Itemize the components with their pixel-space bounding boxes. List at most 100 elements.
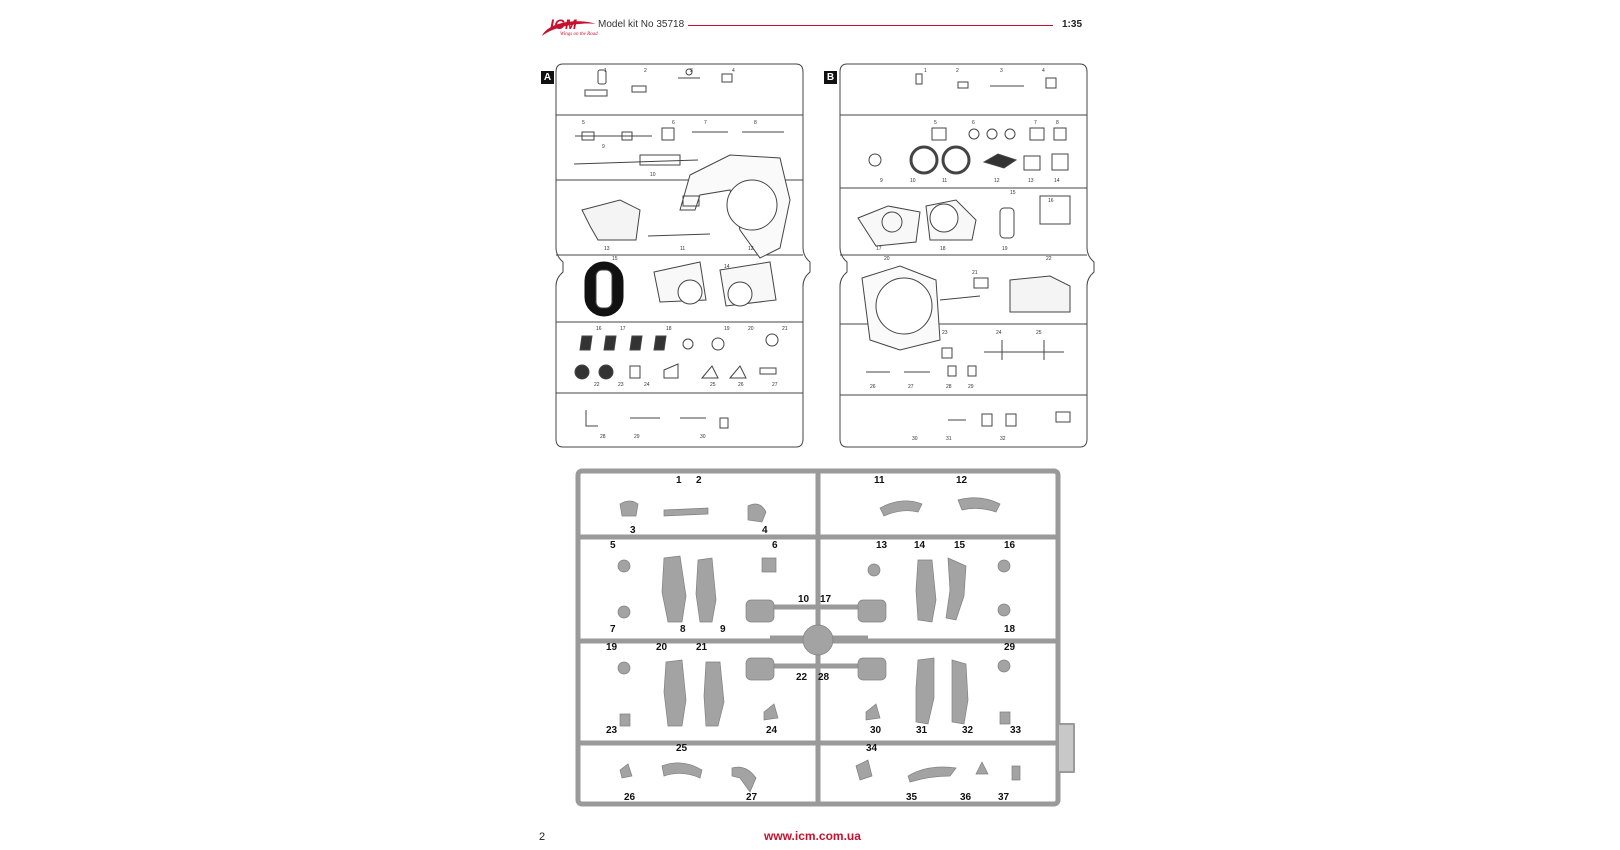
sprue-b-part-7: 7 bbox=[1034, 120, 1037, 126]
sprue-a-part-4: 4 bbox=[732, 68, 735, 74]
figure-part-12: 12 bbox=[956, 475, 968, 486]
sprue-b-part-27: 27 bbox=[908, 384, 914, 390]
sprue-a-frame bbox=[555, 63, 811, 448]
header-rule bbox=[688, 25, 1053, 26]
sprue-a-part-23: 23 bbox=[618, 382, 624, 388]
sprue-a-part-11: 11 bbox=[680, 246, 685, 252]
sprue-b-part-30: 30 bbox=[912, 436, 918, 442]
figure-part-36: 36 bbox=[960, 792, 972, 803]
figure-part-7: 7 bbox=[610, 624, 616, 635]
sprue-b-part-4: 4 bbox=[1042, 68, 1045, 74]
sprue-a-part-numbers: 1 2 3 4 5 6 7 8 9 10 11 12 13 14 15 16 1… bbox=[582, 68, 788, 440]
sprue-a-part-17: 17 bbox=[620, 326, 626, 332]
sprue-a-part-3: 3 bbox=[690, 68, 693, 74]
figure-part-24: 24 bbox=[766, 725, 778, 736]
figure-part-9: 9 bbox=[720, 624, 726, 635]
page-number: 2 bbox=[539, 831, 546, 843]
model-kit-title: Model kit No 35718 bbox=[598, 19, 685, 30]
icm-logo: ICM Wings on the Road bbox=[538, 16, 600, 42]
sprue-b-frame bbox=[839, 63, 1095, 448]
sprue-a-part-21: 21 bbox=[782, 326, 788, 332]
figure-part-1: 1 bbox=[676, 475, 682, 486]
sprue-b-part-15: 15 bbox=[1010, 190, 1016, 196]
logo-swoosh-icon bbox=[542, 21, 596, 36]
figure-part-2: 2 bbox=[696, 475, 702, 486]
sprue-a-part-9: 9 bbox=[602, 144, 605, 150]
figure-part-27: 27 bbox=[746, 792, 758, 803]
sprue-b-part-31: 31 bbox=[946, 436, 952, 442]
figure-part-29: 29 bbox=[1004, 642, 1016, 653]
sprue-b-part-24: 24 bbox=[996, 330, 1002, 336]
figure-part-21: 21 bbox=[696, 642, 708, 653]
sprue-a-part-30: 30 bbox=[700, 434, 706, 440]
sprue-a-part-12: 12 bbox=[748, 246, 754, 252]
figure-part-15: 15 bbox=[954, 540, 966, 551]
figure-part-33: 33 bbox=[1010, 725, 1022, 736]
sprue-b-part-29: 29 bbox=[968, 384, 974, 390]
sprue-b-part-3: 3 bbox=[1000, 68, 1003, 74]
sprue-b-part-8: 8 bbox=[1056, 120, 1059, 126]
scale-label: 1:35 bbox=[1062, 19, 1083, 30]
sprue-b-letter: B bbox=[824, 71, 837, 84]
sprue-a-part-16: 16 bbox=[596, 326, 602, 332]
logo-tagline: Wings on the Road bbox=[560, 32, 598, 37]
figure-part-17: 17 bbox=[820, 594, 832, 605]
figure-part-30: 30 bbox=[870, 725, 882, 736]
figures-sprue-frame bbox=[575, 468, 1075, 807]
sprue-b-part-22: 22 bbox=[1046, 256, 1052, 262]
sprue-b-part-16: 16 bbox=[1048, 198, 1054, 204]
sprue-a-part-22: 22 bbox=[594, 382, 600, 388]
sprue-b-part-19: 19 bbox=[1002, 246, 1008, 252]
figure-part-37: 37 bbox=[998, 792, 1010, 803]
sprue-a-letter: A bbox=[541, 71, 554, 84]
sprue-b-part-26: 26 bbox=[870, 384, 876, 390]
sprue-a-part-13: 13 bbox=[604, 246, 610, 252]
sprue-a-part-25: 25 bbox=[710, 382, 716, 388]
sprue-a-part-15: 15 bbox=[612, 256, 618, 262]
figure-part-25: 25 bbox=[676, 743, 688, 754]
logo-brand-text: ICM bbox=[550, 16, 578, 32]
sprue-a-part-10: 10 bbox=[650, 172, 656, 178]
sprue-b-part-12: 12 bbox=[994, 178, 1000, 184]
sprue-a-part-7: 7 bbox=[704, 120, 707, 126]
sprue-a-part-26: 26 bbox=[738, 382, 744, 388]
figures-parts bbox=[617, 497, 1021, 793]
figure-part-8: 8 bbox=[680, 624, 686, 635]
figure-part-20: 20 bbox=[656, 642, 668, 653]
figure-part-26: 26 bbox=[624, 792, 636, 803]
sprue-a-part-5: 5 bbox=[582, 120, 585, 126]
figure-part-4: 4 bbox=[762, 525, 768, 536]
figure-part-19: 19 bbox=[606, 642, 618, 653]
website-url[interactable]: www.icm.com.ua bbox=[764, 829, 861, 843]
figure-part-6: 6 bbox=[772, 540, 778, 551]
sprue-b-part-1: 1 bbox=[924, 68, 927, 74]
sprue-a-part-19: 19 bbox=[724, 326, 730, 332]
sprue-b-part-20: 20 bbox=[884, 256, 890, 262]
sprue-a-part-8: 8 bbox=[754, 120, 757, 126]
sprue-b-part-6: 6 bbox=[972, 120, 975, 126]
sprue-a-part-28: 28 bbox=[600, 434, 606, 440]
figure-part-32: 32 bbox=[962, 725, 974, 736]
sprue-b-part-10: 10 bbox=[910, 178, 916, 184]
sprue-a-part-1: 1 bbox=[604, 68, 607, 74]
figure-part-11: 11 bbox=[874, 475, 885, 486]
figure-part-28: 28 bbox=[818, 672, 830, 683]
sprue-a-part-14: 14 bbox=[724, 264, 730, 270]
sprue-a-part-20: 20 bbox=[748, 326, 754, 332]
sprue-b-part-25: 25 bbox=[1036, 330, 1042, 336]
sprue-b-part-13: 13 bbox=[1028, 178, 1034, 184]
sprue-b-part-21: 21 bbox=[972, 270, 978, 276]
sprue-b-part-32: 32 bbox=[1000, 436, 1006, 442]
sprue-b-part-11: 11 bbox=[942, 178, 947, 184]
figure-part-3: 3 bbox=[630, 525, 636, 536]
sprue-b-part-23: 23 bbox=[942, 330, 948, 336]
figure-part-10: 10 bbox=[798, 594, 810, 605]
sprue-a-part-27: 27 bbox=[772, 382, 778, 388]
figure-part-18: 18 bbox=[1004, 624, 1016, 635]
sprue-a-part-2: 2 bbox=[644, 68, 647, 74]
sprue-b-part-17: 17 bbox=[876, 246, 882, 252]
figure-part-22: 22 bbox=[796, 672, 808, 683]
sprue-b-part-9: 9 bbox=[880, 178, 883, 184]
figure-part-35: 35 bbox=[906, 792, 918, 803]
